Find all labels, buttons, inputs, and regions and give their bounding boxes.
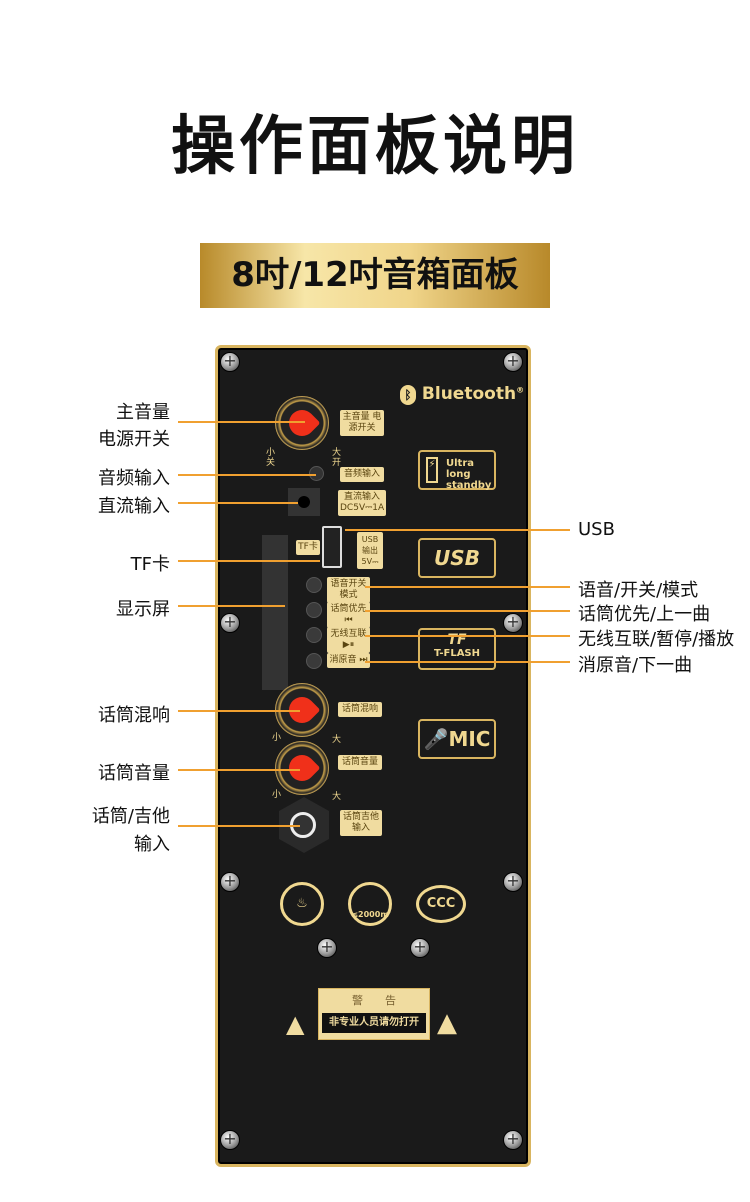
callout-line	[178, 421, 305, 423]
callout-line	[345, 529, 570, 531]
standby-logo: ⚡ Ultra long standby	[418, 450, 496, 491]
callout-line	[178, 560, 320, 562]
callout-line	[365, 610, 570, 612]
small-mark: 小	[272, 733, 282, 743]
warning-icon: ▲	[437, 1008, 457, 1038]
screw-icon	[503, 351, 523, 372]
big-mark: 大	[332, 735, 342, 745]
mic-input-tag: 话筒吉他 输入	[340, 810, 382, 836]
screw-icon	[503, 871, 523, 892]
warning-text: 非专业人员请勿打开	[322, 1013, 426, 1033]
next-tag: 消原音 ⏭	[327, 653, 370, 668]
label-power-switch: 电源开关	[98, 429, 170, 450]
callout-line	[178, 769, 300, 771]
label-next: 消原音/下一曲	[578, 655, 693, 676]
label-display: 显示屏	[116, 599, 170, 620]
play-tag: 无线互联 ▶⏸	[327, 627, 370, 653]
main-volume-tag: 主音量 电源开关	[340, 410, 384, 436]
display-screen	[262, 535, 288, 690]
label-audio-input: 音频输入	[98, 468, 170, 489]
callout-line	[178, 710, 300, 712]
mic-logo: 🎤MIC	[418, 719, 496, 759]
label-usb: USB	[578, 519, 615, 540]
bluetooth-icon: ᛒ	[400, 385, 416, 405]
high-voltage-icon: ▲	[286, 1010, 305, 1038]
label-main-volume: 主音量	[116, 402, 170, 423]
callout-line	[178, 474, 316, 476]
usb-port[interactable]	[322, 526, 342, 568]
battery-icon: ⚡	[426, 457, 438, 483]
audio-input-tag: 音频输入	[340, 467, 384, 482]
label-dc-input: 直流输入	[98, 496, 170, 517]
tf-tag: TF卡	[296, 540, 320, 555]
mode-tag: 语音开关 模式	[327, 577, 370, 603]
mic-volume-knob[interactable]	[275, 741, 329, 795]
prev-tag: 话筒优先 ⏮	[327, 602, 370, 628]
bluetooth-logo: ᛒ Bluetooth®	[400, 384, 524, 405]
prev-button[interactable]	[306, 602, 322, 618]
altitude-icon: ≤2000m	[348, 882, 392, 926]
next-button[interactable]	[306, 653, 322, 669]
callout-line	[178, 502, 298, 504]
screw-icon	[220, 1129, 240, 1150]
min-off-mark: 小 关	[266, 448, 276, 468]
label-mic-input: 输入	[134, 834, 170, 855]
play-pause-button[interactable]	[306, 627, 322, 643]
screw-icon	[317, 937, 337, 958]
audio-input-jack[interactable]	[309, 466, 324, 481]
callout-line	[365, 661, 570, 663]
screw-icon	[220, 612, 240, 633]
label-prev: 话筒优先/上一曲	[578, 604, 711, 625]
reverb-tag: 话筒混响	[338, 702, 382, 717]
mode-button[interactable]	[306, 577, 322, 593]
screw-icon	[410, 937, 430, 958]
max-on-mark: 大 开	[332, 448, 342, 468]
microphone-icon: 🎤	[423, 727, 449, 751]
small-mark: 小	[272, 790, 282, 800]
screw-icon	[220, 871, 240, 892]
subtitle-banner: 8吋/12吋音箱面板	[200, 243, 550, 308]
callout-line	[178, 825, 300, 827]
label-reverb: 话筒混响	[98, 705, 170, 726]
no-moisture-icon: ♨	[280, 882, 324, 926]
screw-icon	[503, 1129, 523, 1150]
callout-line	[365, 586, 570, 588]
warning-title: 警 告	[352, 994, 396, 1007]
screw-icon	[220, 351, 240, 372]
usb-out-tag: USB 输出 5V⎓	[357, 532, 383, 569]
mic-volume-tag: 话筒音量	[338, 755, 382, 770]
callout-line	[178, 605, 285, 607]
warning-box: 警 告 非专业人员请勿打开	[318, 988, 430, 1040]
label-play: 无线互联/暂停/播放	[578, 629, 735, 650]
label-tf: TF卡	[130, 554, 170, 575]
dc-input-tag: 直流输入 DC5V⎓1A	[338, 490, 386, 516]
label-mic-guitar: 话筒/吉他	[91, 806, 170, 827]
ccc-icon: CCC	[416, 885, 466, 923]
page-title: 操作面板说明	[171, 110, 579, 184]
label-mode: 语音/开关/模式	[578, 580, 699, 601]
main-volume-knob[interactable]	[275, 396, 329, 450]
screw-icon	[503, 612, 523, 633]
label-mic-volume: 话筒音量	[98, 763, 170, 784]
big-mark: 大	[332, 792, 342, 802]
callout-line	[365, 635, 570, 637]
usb-logo: USB	[418, 538, 496, 578]
